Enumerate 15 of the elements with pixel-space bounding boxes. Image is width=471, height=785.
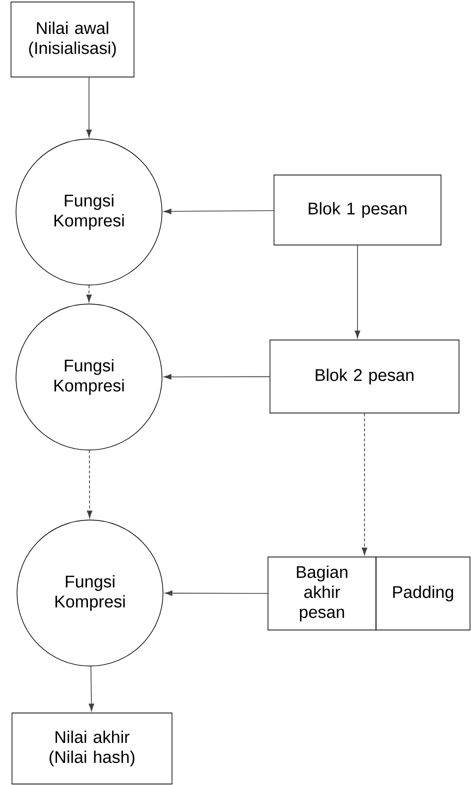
- arrow: [86, 284, 92, 302]
- arrow: [86, 76, 92, 138]
- process-box: Nilai akhir (Nilai hash): [12, 712, 172, 784]
- arrow: [164, 590, 268, 596]
- process-box: Bagian akhir pesan: [268, 556, 376, 630]
- arrow: [164, 374, 270, 380]
- process-box: Blok 2 pesan: [270, 340, 460, 414]
- arrow: [362, 412, 368, 556]
- arrow: [88, 666, 94, 712]
- process-box: Nilai awal (Inisialisasi): [10, 2, 134, 78]
- arrow: [164, 208, 274, 214]
- process-box: Blok 1 pesan: [274, 174, 442, 246]
- arrow: [86, 450, 92, 518]
- arrow: [354, 244, 360, 338]
- process-box: Padding: [376, 556, 470, 630]
